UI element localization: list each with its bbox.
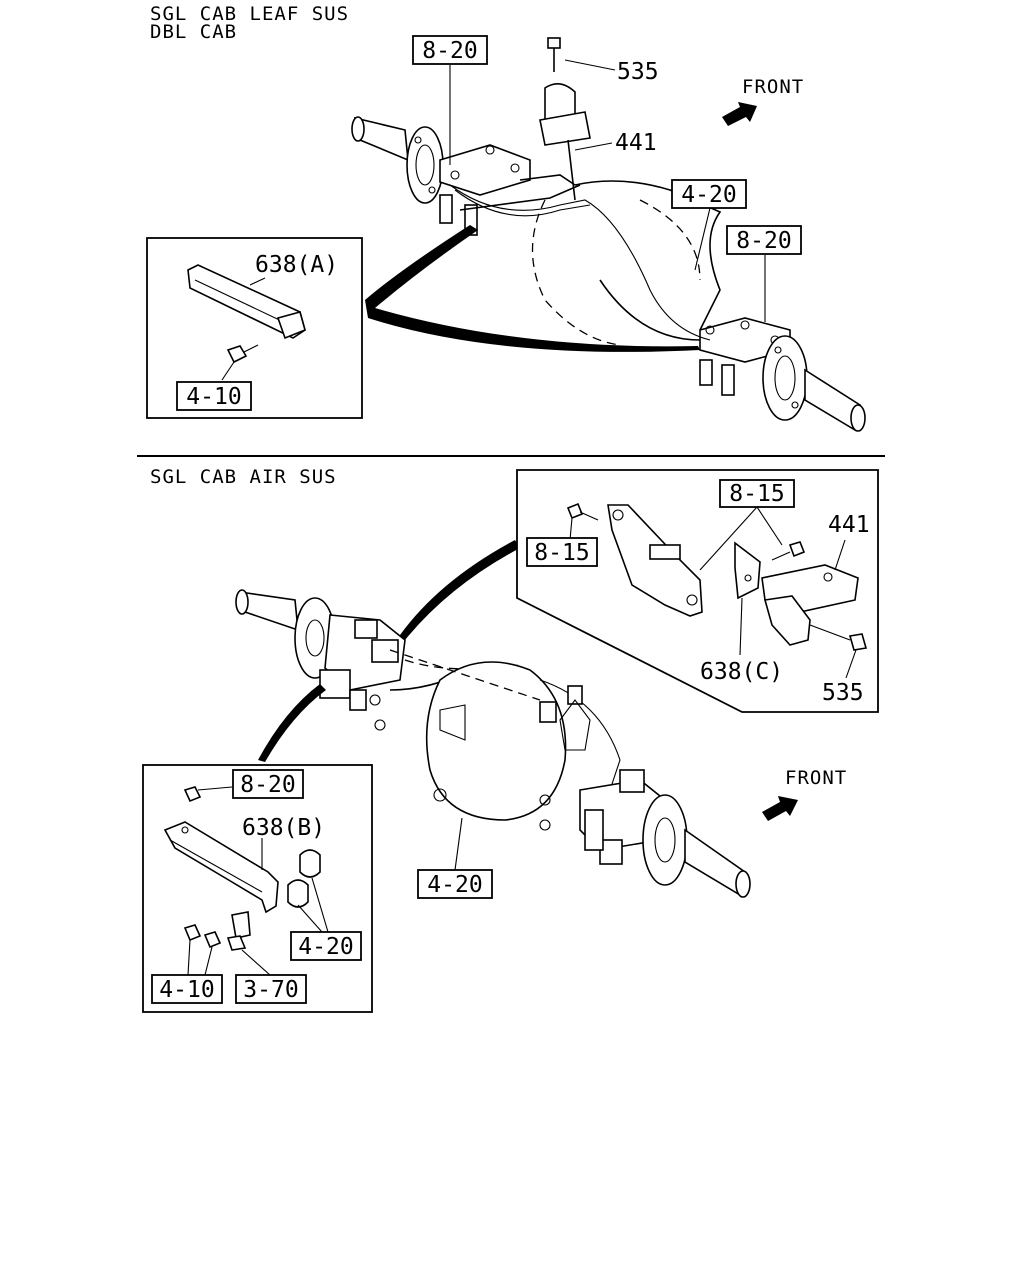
zoom-swoosh-lower: [258, 684, 326, 762]
inset-ref-8-15-top: 8-15: [729, 481, 784, 507]
top-header-line1: SGL CAB LEAF SUS: [150, 3, 349, 25]
front-arrow-icon-bottom: [762, 796, 798, 821]
part-535-bolt: [547, 37, 616, 72]
ref-box-8-20-b: [726, 225, 802, 255]
inset-ref-3-70: 3-70: [243, 977, 298, 1003]
ref-box-4-20-axle: [417, 869, 493, 899]
ref-8-20-b: 8-20: [736, 228, 791, 254]
air-sus-rear-axle: [235, 589, 751, 898]
front-arrow-icon: [722, 102, 757, 126]
ref-4-20: 4-20: [681, 182, 736, 208]
top-section: SGL CAB LEAF SUS DBL CAB: [146, 3, 866, 432]
ref-8-20-a: 8-20: [422, 38, 477, 64]
leader-4-20: [694, 207, 711, 271]
part-638a-label: 638(A): [255, 252, 338, 278]
inset-ref-8-20-bottom: 8-20: [240, 772, 295, 798]
ref-box-4-20: [671, 179, 747, 209]
part-441-label: 441: [615, 130, 657, 156]
inset-638b: 8-20 638(B) 4-20 4-10 3-70: [142, 764, 373, 1013]
leaf-sus-rear-axle: [351, 116, 866, 432]
inset-part-638c-label: 638(C): [700, 659, 783, 685]
bottom-section: SGL CAB AIR SUS: [142, 466, 879, 1013]
zoom-swoosh-upper: [400, 540, 520, 640]
inset-part-638b-label: 638(B): [242, 815, 325, 841]
inset-638a: 638(A) 4-10: [146, 237, 363, 419]
inset-ref-4-10-top: 4-10: [186, 384, 241, 410]
leader-4-20-axle: [454, 817, 463, 871]
inset-part-441-label: 441: [828, 512, 870, 538]
inset-ref-8-15-left: 8-15: [534, 540, 589, 566]
front-label-top: FRONT: [742, 76, 804, 98]
top-header-line2: DBL CAB: [150, 21, 237, 43]
bottom-header: SGL CAB AIR SUS: [150, 466, 337, 488]
part-441-bracket: [539, 83, 613, 201]
ref-4-20-axle: 4-20: [427, 872, 482, 898]
ref-box-8-20-a: [412, 35, 488, 65]
inset-part-535-label: 535: [822, 680, 864, 706]
inset-ref-4-20-bottom: 4-20: [298, 934, 353, 960]
inset-638c: 8-15 8-15 441 638(C) 535: [516, 469, 879, 713]
inset-ref-4-10-bottom: 4-10: [159, 977, 214, 1003]
part-535-label: 535: [617, 59, 659, 85]
front-label-bottom: FRONT: [785, 767, 847, 789]
